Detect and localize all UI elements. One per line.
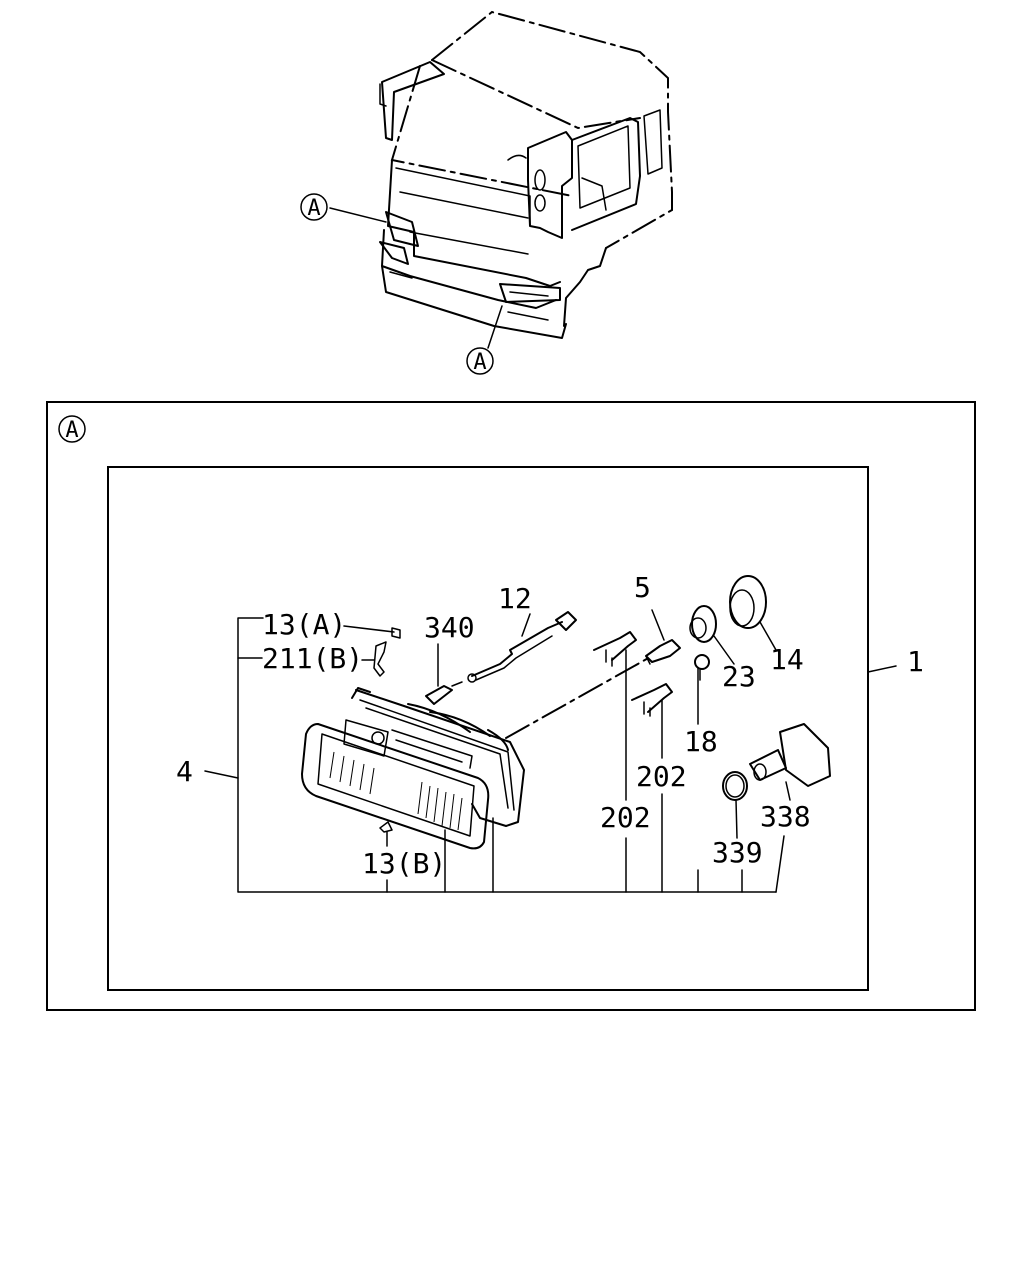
label-12: 12 [498, 582, 532, 615]
truck-cab-illustration [329, 10, 673, 349]
svg-text:A: A [307, 196, 320, 221]
part-202-bolt-upper [593, 631, 637, 667]
part-14-cap [729, 575, 777, 651]
assembly-bracket-lines [204, 617, 897, 893]
label-340: 340 [424, 611, 475, 644]
svg-text:A: A [65, 418, 78, 443]
part-340-bulb [425, 643, 463, 705]
label-5: 5 [634, 571, 651, 604]
label-23: 23 [722, 660, 756, 693]
label-1: 1 [907, 645, 924, 678]
part-13a-screw [343, 625, 401, 639]
part-23-socket [689, 605, 735, 665]
label-338: 338 [760, 800, 811, 833]
detail-frame-outer [46, 401, 976, 1011]
part-339-oring [722, 771, 748, 801]
label-339: 339 [712, 836, 763, 869]
label-202-upper: 202 [636, 760, 687, 793]
part-211b-clip [361, 641, 387, 677]
part-13b-pin [379, 821, 393, 847]
label-4: 4 [176, 755, 193, 788]
callout-a-detail: A [58, 415, 86, 443]
svg-text:A: A [473, 350, 486, 375]
label-202-lower: 202 [600, 801, 651, 834]
label-18: 18 [684, 725, 718, 758]
part-18-screw [694, 654, 710, 681]
label-211b: 211(B) [262, 642, 363, 675]
detail-frame-inner [107, 466, 869, 991]
part-338-connector [749, 723, 831, 801]
label-13b: 13(B) [362, 847, 446, 880]
part-5-bulb [645, 609, 681, 665]
part-labels: 13(A) 211(B) 340 12 5 23 14 1 4 18 202 2… [176, 571, 924, 880]
part-202-bolt-lower [631, 683, 673, 717]
part-12-harness [467, 611, 577, 683]
callout-a-upper: A [300, 193, 328, 221]
headlamp-assembly [301, 655, 653, 850]
label-13a: 13(A) [262, 608, 346, 641]
callout-a-lower: A [466, 347, 494, 375]
lens-hatching [329, 751, 463, 831]
label-14: 14 [770, 643, 804, 676]
